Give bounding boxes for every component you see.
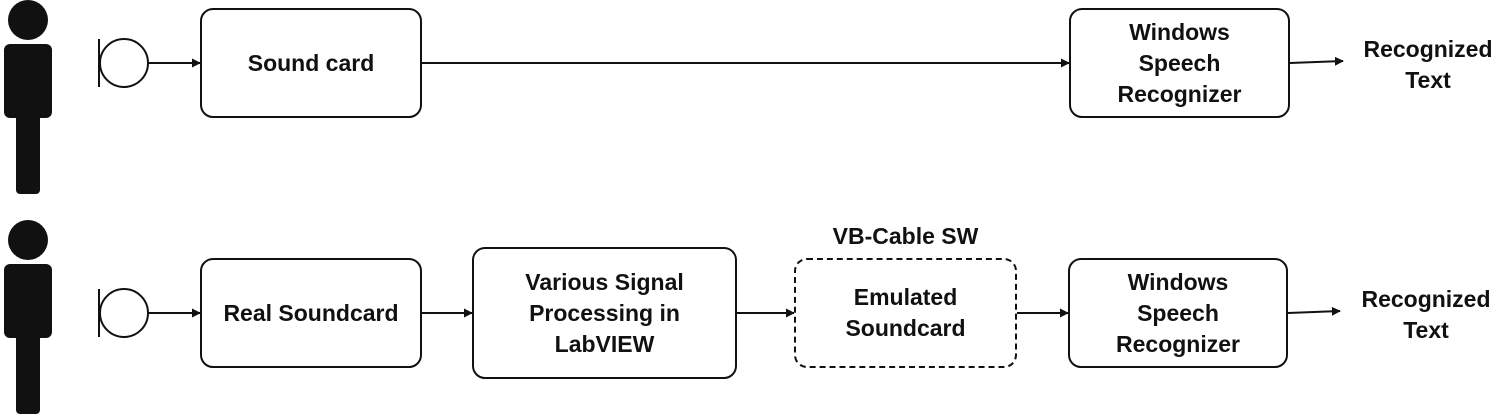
recognized-text-output: Recognized Text xyxy=(1363,36,1493,93)
microphone-icon xyxy=(98,38,149,88)
windows-speech-recognizer-box: Windows Speech Recognizer xyxy=(1069,8,1290,118)
arrow-recognizer-to-text xyxy=(1289,56,1344,66)
signal-processing-label: Various Signal Processing in LabVIEW xyxy=(525,268,684,357)
sound-card-box: Sound card xyxy=(200,8,422,118)
emulated-soundcard-label: Emulated Soundcard xyxy=(845,284,966,341)
speech-recognizer-label: Windows Speech Recognizer xyxy=(1117,18,1242,107)
sound-card-label: Sound card xyxy=(247,49,375,76)
windows-speech-recognizer-box: Windows Speech Recognizer xyxy=(1068,258,1288,368)
real-soundcard-box: Real Soundcard xyxy=(200,258,422,368)
real-soundcard-label: Real Soundcard xyxy=(223,299,399,326)
vb-cable-label: VB-Cable SW xyxy=(832,223,979,249)
arrow-recognizer-to-text xyxy=(1287,306,1341,316)
microphone-icon xyxy=(98,288,149,338)
speech-recognizer-label: Windows Speech Recognizer xyxy=(1116,268,1240,357)
recognized-text-output: Recognized Text xyxy=(1361,286,1491,343)
person-icon xyxy=(4,0,52,194)
person-icon xyxy=(4,220,52,414)
emulated-soundcard-box: Emulated Soundcard xyxy=(794,258,1017,368)
signal-processing-box: Various Signal Processing in LabVIEW xyxy=(472,247,737,379)
